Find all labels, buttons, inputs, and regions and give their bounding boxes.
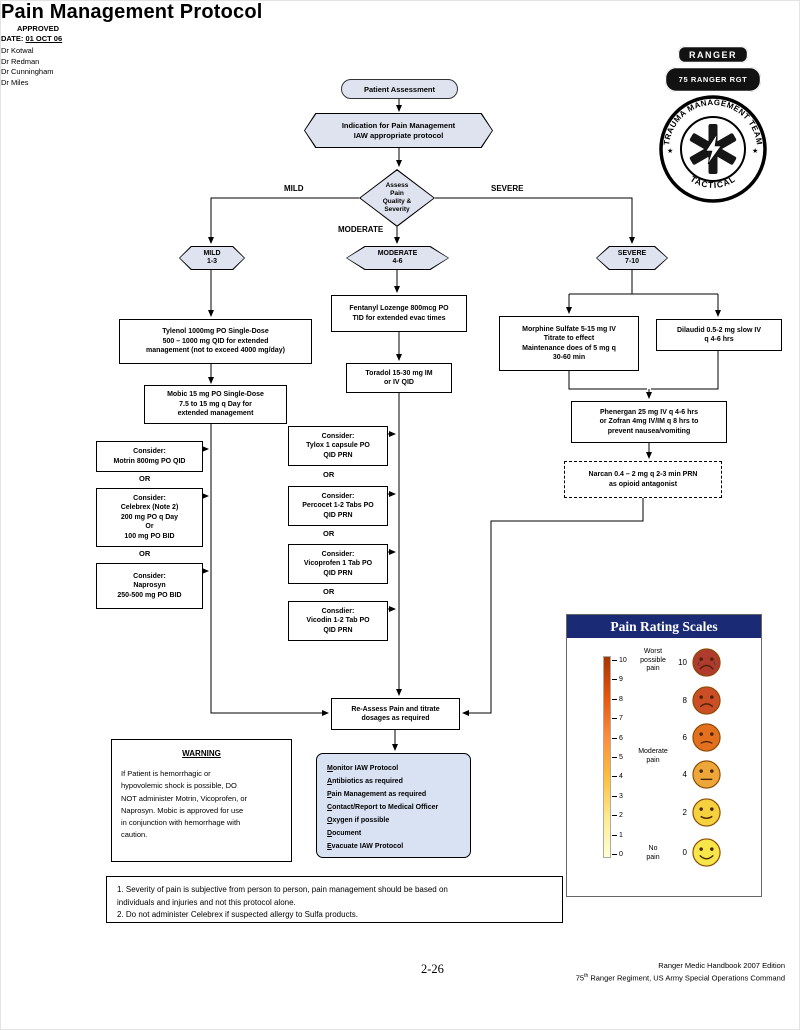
pain-face-row: 2: [673, 797, 722, 828]
page-number: 2-26: [421, 962, 444, 976]
pain-face-very-sad-icon: [692, 686, 721, 715]
or-label: OR: [139, 474, 151, 483]
pain-face-crying-icon: [692, 648, 721, 677]
monitor-line: Pain Management as required: [327, 791, 427, 798]
monitor-line: Contact/Report to Medical Officer: [327, 804, 439, 811]
scale-tick: 0: [612, 850, 623, 858]
footnotes-box: 1. Severity of pain is subjective from p…: [106, 876, 563, 923]
pain-face-sad-icon: [692, 723, 721, 752]
approval-date: DATE: 01 OCT 06: [1, 34, 63, 43]
pain-face-row: 0: [673, 837, 722, 868]
pain-face-neutral-icon: [692, 760, 721, 789]
footer-regiment: 75th Ranger Regiment, US Army Special Op…: [575, 973, 785, 983]
star-of-life-icon: [689, 124, 737, 174]
footer-handbook: Ranger Medic Handbook 2007 Edition: [658, 961, 785, 970]
pain-scale-title: Pain Rating Scales: [567, 615, 761, 638]
or-label: OR: [323, 470, 335, 479]
branch-label-mild: MILD: [284, 184, 304, 193]
monitor-line: Evacuate IAW Protocol: [327, 843, 404, 850]
scale-tick: 9: [612, 675, 623, 683]
scale-tick: 2: [612, 811, 623, 819]
approved-label: APPROVED: [17, 24, 60, 33]
pain-face-happy-icon: [692, 838, 721, 867]
face-score: 2: [682, 808, 687, 817]
ranger-tab: RANGER: [678, 46, 748, 63]
pain-face-row: 8: [673, 685, 722, 716]
scale-tick: 1: [612, 831, 623, 839]
branch-label-moderate: MODERATE: [338, 225, 384, 234]
warning-title: WARNING: [182, 749, 221, 758]
footer-source: Ranger Medic Handbook 2007 Edition 75th …: [576, 960, 785, 984]
trauma-team-emblem-icon: TRAUMA MANAGEMENT TEAM TACTICAL ★ ★: [659, 95, 767, 203]
node-celebrex: Consider:Celebrex (Note 2)200 mg PO q Da…: [96, 488, 203, 547]
ranger-scroll: 75 RANGER RGT: [665, 67, 761, 92]
pain-face-row: 6: [673, 722, 722, 753]
or-label: OR: [139, 549, 151, 558]
page-title: Pain Management Protocol: [1, 1, 263, 23]
node-monitor-protocol: Monitor IAW Protocol Antibiotics as requ…: [316, 753, 471, 858]
pain-face-slight-smile-icon: [692, 798, 721, 827]
node-patient-assessment: Patient Assessment: [341, 79, 458, 99]
scale-tick: 3: [612, 792, 623, 800]
pain-rating-panel: Pain Rating Scales 10 9 8 7 6 5 4 3 2 1 …: [566, 614, 762, 897]
branch-label-severe: SEVERE: [491, 184, 524, 193]
face-score: 10: [678, 658, 687, 667]
scale-tick: 6: [612, 734, 623, 742]
pain-face-row: 4: [673, 759, 722, 790]
or-label: OR: [323, 587, 335, 596]
scale-tick: 4: [612, 772, 623, 780]
monitor-line: Monitor IAW Protocol: [327, 765, 399, 772]
scale-tick: 7: [612, 714, 623, 722]
face-score: 6: [682, 733, 687, 742]
scale-tick: 5: [612, 753, 623, 761]
face-score: 4: [682, 770, 687, 779]
pain-face-row: 10: [673, 647, 722, 678]
emblem-left-star-icon: ★: [667, 147, 673, 155]
node-motrin: Consider:Motrin 800mg PO QID: [96, 441, 203, 472]
or-label: OR: [323, 529, 335, 538]
scale-tick: 8: [612, 695, 623, 703]
monitor-line: Oxygen if possible: [327, 817, 390, 824]
monitor-line: Antibiotics as required: [327, 778, 403, 785]
pain-gradient-bar: [603, 656, 611, 858]
emblem-right-star-icon: ★: [752, 147, 758, 155]
face-score: 0: [682, 848, 687, 857]
scale-tick: 10: [612, 656, 627, 664]
monitor-line: Document: [327, 830, 362, 837]
face-score: 8: [682, 696, 687, 705]
